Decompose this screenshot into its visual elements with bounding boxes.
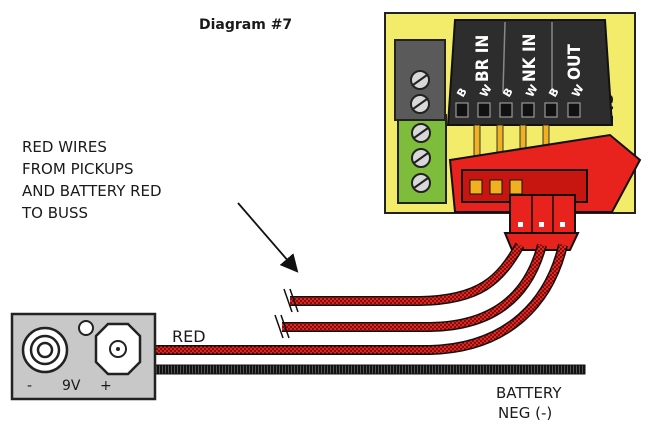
header-connector: BR IN NK IN OUT B W B W B W: [446, 19, 614, 126]
pin-label: W: [523, 82, 540, 99]
pickup-red-wires: [274, 242, 547, 339]
battery-black-wire: [154, 364, 586, 375]
pin-label: W: [569, 82, 586, 99]
red-wire-label: RED: [172, 327, 206, 346]
annotation-line: TO BUSS: [21, 204, 88, 222]
battery-clip: - 9V +: [10, 312, 157, 401]
battery-voltage-label: 9V: [62, 378, 81, 394]
annotation-line: RED WIRES: [22, 138, 107, 156]
header-label-br-in: BR IN: [473, 35, 493, 82]
battery-plus-label: +: [100, 378, 112, 394]
annotation-line: FROM PICKUPS: [22, 160, 134, 178]
battery-minus-label: -: [27, 378, 32, 394]
red-wires-annotation: RED WIRES FROM PICKUPS AND BATTERY RED T…: [21, 138, 162, 222]
header-label-out: OUT: [565, 44, 585, 80]
red-buss-plug: [448, 133, 642, 251]
battery-neg-label-line1: BATTERY: [496, 384, 562, 402]
diagram-title: Diagram #7: [199, 17, 292, 33]
terminal-screws: [411, 123, 431, 193]
annotation-arrow: [237, 202, 299, 273]
preamp-module: 245 BR IN NK IN OUT B W B W: [384, 12, 642, 251]
battery-red-wire: [155, 243, 568, 355]
battery-neg-label-line2: NEG (-): [498, 404, 552, 422]
pin-label: W: [477, 82, 494, 99]
header-label-nk-in: NK IN: [520, 34, 540, 82]
annotation-line: AND BATTERY RED: [22, 182, 162, 200]
